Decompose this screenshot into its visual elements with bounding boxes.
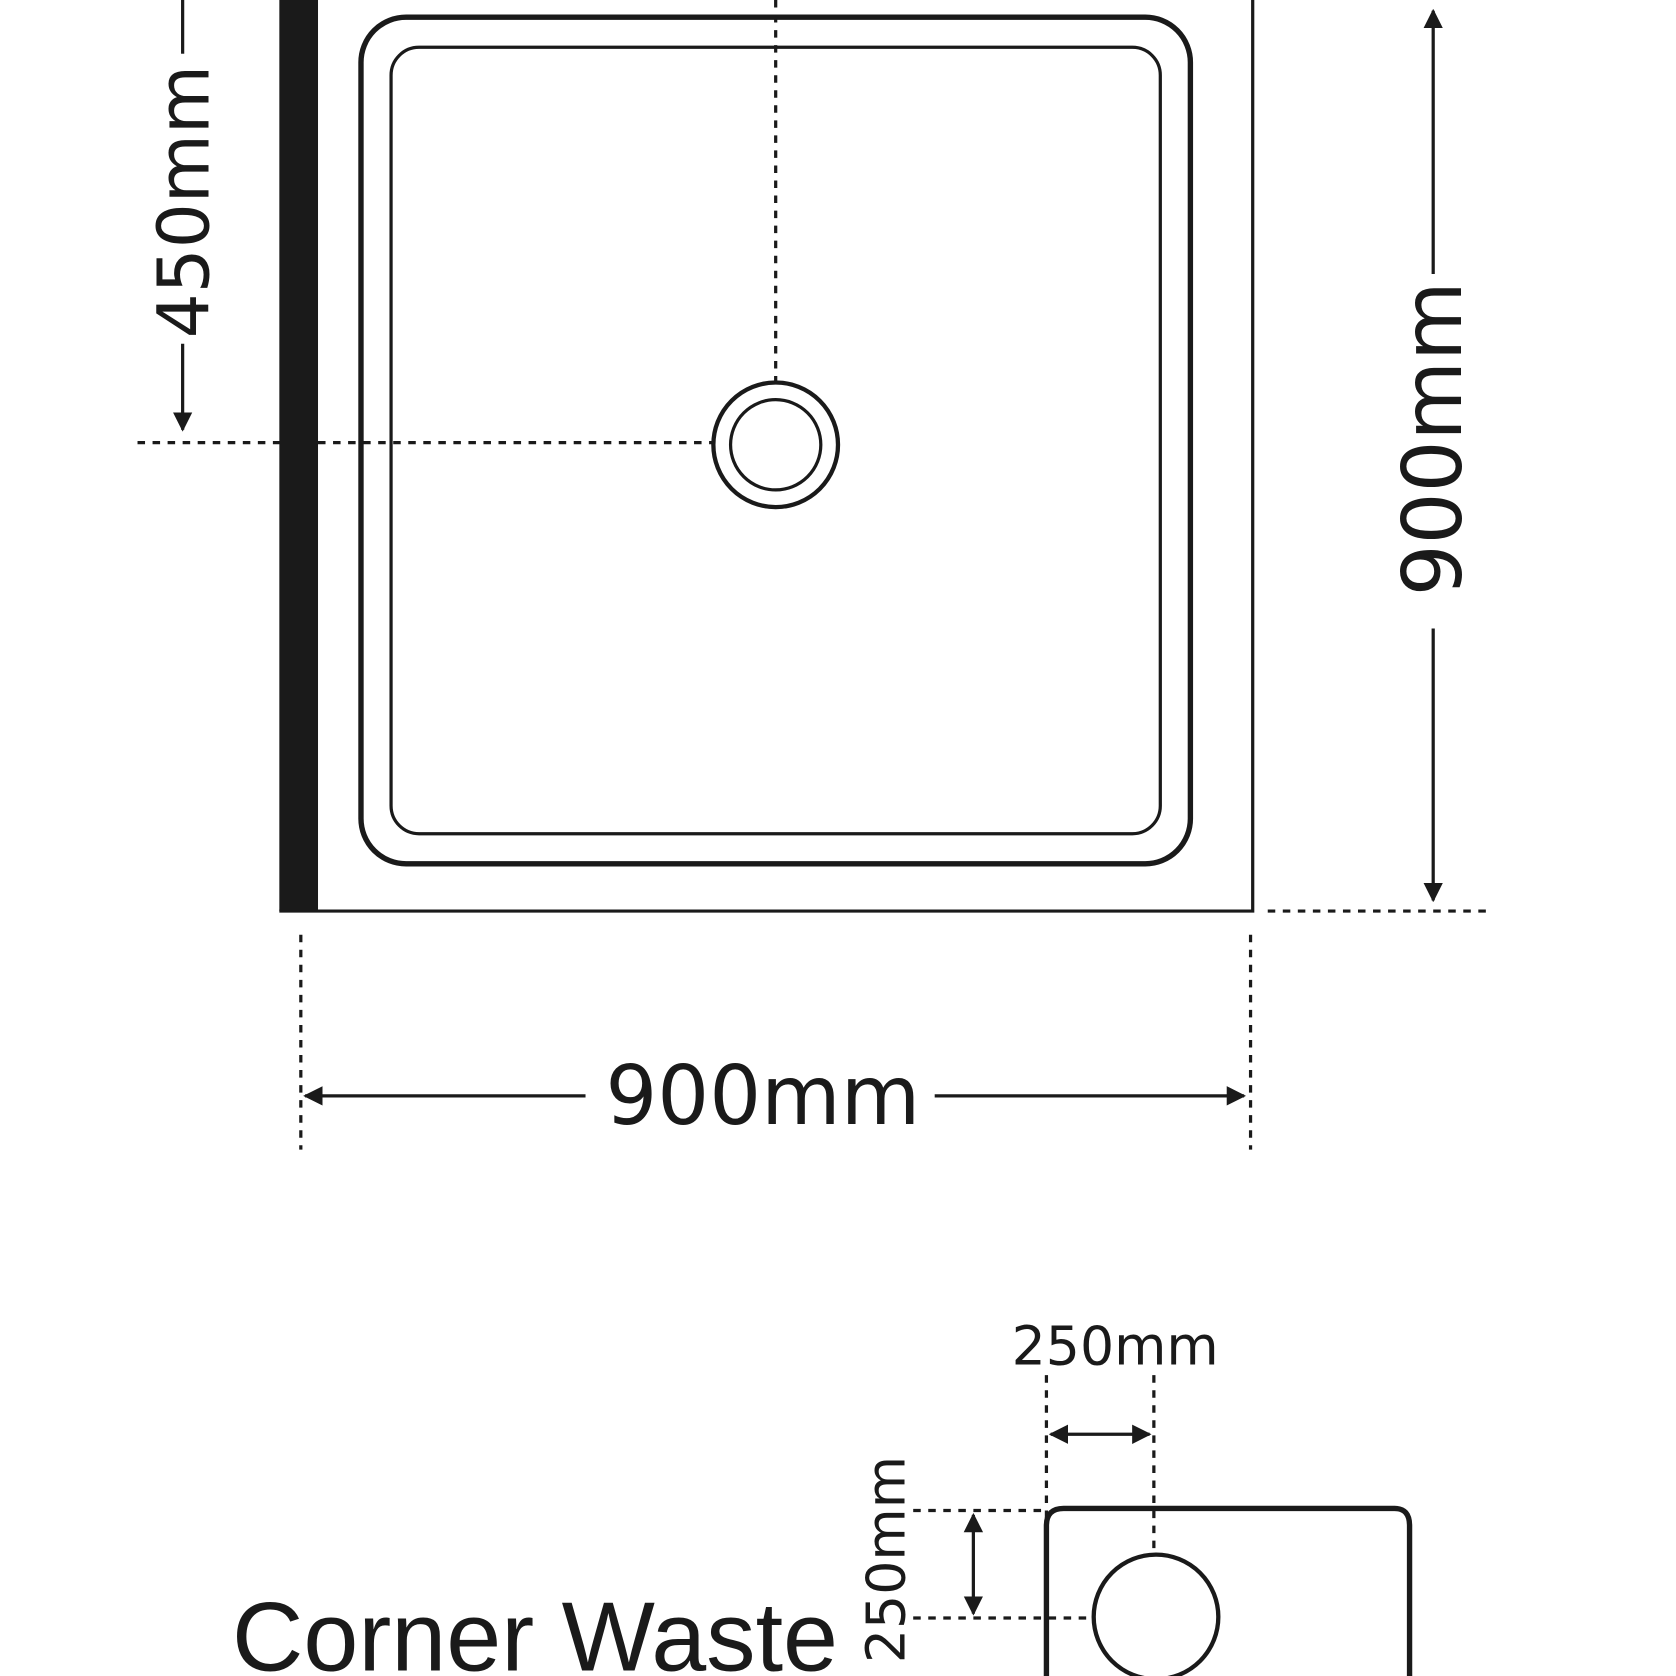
shower-tray-plan — [137, 0, 1255, 913]
corner-waste-outlet-icon — [1091, 1552, 1221, 1676]
waste-offset-label: 450mm — [142, 65, 225, 338]
corner-offset-x-label: 250mm — [1012, 1314, 1219, 1377]
width-dimension: 900mm — [299, 934, 1253, 1150]
corner-waste-detail: Corner Waste 250mm 250mm — [232, 1314, 1413, 1676]
tray-outline — [279, 0, 1255, 913]
depth-label: 900mm — [1386, 281, 1481, 596]
corner-waste-title: Corner Waste — [232, 1582, 838, 1676]
tray-inner-rim — [389, 45, 1162, 836]
wall-edge — [279, 0, 319, 912]
waste-outlet-inner — [728, 398, 823, 492]
width-label: 900mm — [605, 1049, 920, 1144]
depth-dimension: 900mm — [1267, 8, 1488, 913]
tray-inner-outer-rim — [358, 14, 1194, 867]
corner-tray-outline — [1043, 1505, 1413, 1676]
waste-offset-dimension: 450mm — [142, 0, 225, 432]
corner-offset-y-label: 250mm — [855, 1456, 918, 1663]
